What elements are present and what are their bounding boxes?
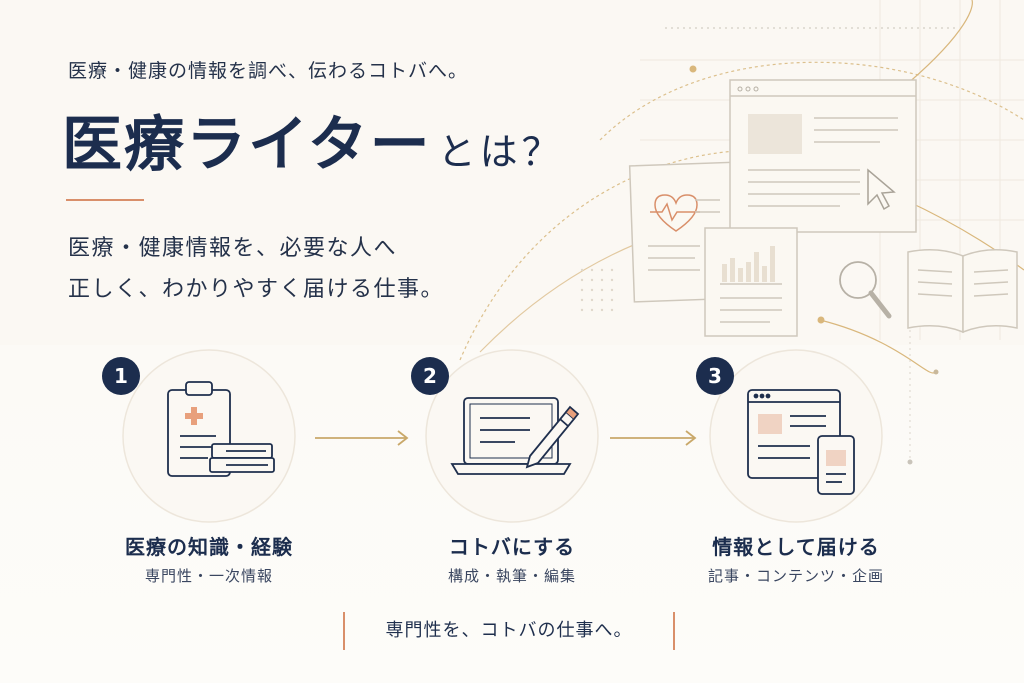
open-book-icon bbox=[907, 249, 1018, 334]
accent-divider bbox=[66, 199, 144, 201]
step-1-title: 医療の知識・経験 bbox=[125, 535, 293, 559]
step-3-title: 情報として届ける bbox=[712, 535, 880, 559]
lead-line-1: 医療・健康情報を、必要な人へ bbox=[68, 236, 398, 261]
cursor-icon bbox=[867, 168, 896, 211]
lead-text: 医療・健康情報を、必要な人へ 正しく、わかりやすく届ける仕事。 bbox=[68, 228, 444, 310]
tagline: 医療・健康の情報を調べ、伝わるコトバへ。 bbox=[68, 60, 469, 82]
lead-line-2: 正しく、わかりやすく届ける仕事。 bbox=[68, 277, 445, 302]
browser-window-icon bbox=[729, 79, 917, 233]
title-main: 医療ライター bbox=[62, 110, 432, 180]
dotted-arc bbox=[459, 149, 761, 361]
web-mobile-icon bbox=[747, 389, 855, 495]
chart-document-icon bbox=[704, 227, 798, 337]
step-1-badge: 1 bbox=[102, 357, 140, 395]
arrow-icon bbox=[315, 430, 697, 446]
magnifier-icon bbox=[839, 261, 892, 319]
step-2-title: コトバにする bbox=[448, 535, 576, 559]
clipboard-books-icon bbox=[167, 381, 275, 477]
dot-pattern bbox=[580, 268, 614, 312]
step-3-subtitle: 記事・コンテンツ・企画 bbox=[707, 567, 884, 585]
step-1-subtitle: 専門性・一次情報 bbox=[144, 567, 273, 585]
title-suffix: とは？ bbox=[437, 130, 564, 174]
step-3-badge: 3 bbox=[696, 357, 734, 395]
step-2-subtitle: 構成・執筆・編集 bbox=[447, 567, 576, 585]
laptop-pen-icon bbox=[450, 397, 580, 475]
footer-message: 専門性を、コトバの仕事へ。 bbox=[343, 612, 675, 650]
page-title: 医療ライターとは？ bbox=[62, 96, 564, 183]
step-2-badge: 2 bbox=[411, 357, 449, 395]
